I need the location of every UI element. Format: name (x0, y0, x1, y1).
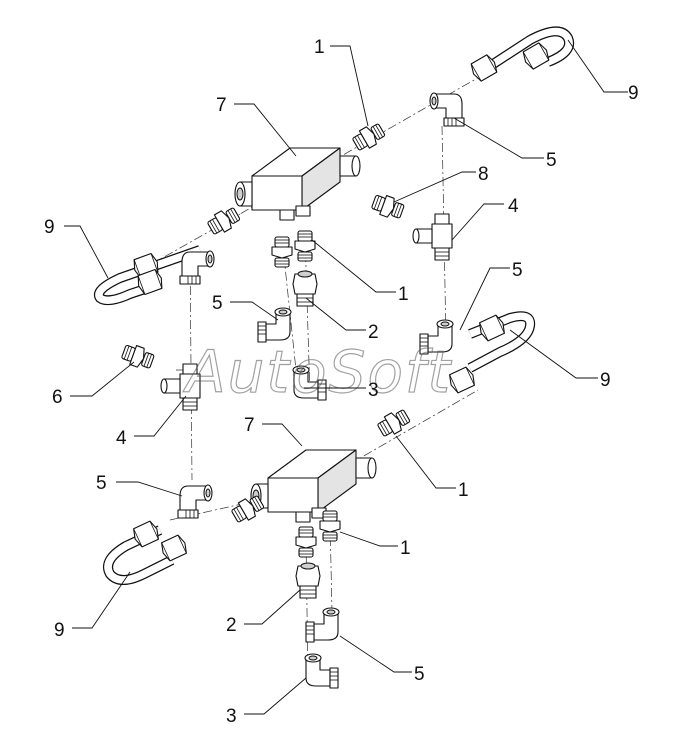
upper-nipple-1 (350, 120, 388, 154)
callouts: 1 9 7 5 8 4 9 1 5 5 2 9 6 3 4 7 1 5 1 9 … (44, 37, 639, 727)
callout-9: 9 (54, 620, 65, 641)
callout-7: 7 (244, 415, 255, 436)
callout-1: 1 (400, 538, 411, 559)
callout-9: 9 (628, 83, 639, 104)
callout-3: 3 (226, 706, 237, 727)
callout-5: 5 (512, 260, 523, 281)
upper-manifold-block (234, 147, 361, 221)
elbow-5-lower-left (177, 484, 213, 519)
left-elbow-upper (179, 250, 215, 285)
left-pipe-loop-upper (94, 245, 202, 306)
elbow-5-lower (305, 607, 340, 643)
nipple-6 (119, 341, 156, 372)
elbow-3-lower (304, 653, 339, 689)
watermark-text: AutoSoft (182, 338, 452, 406)
callout-3: 3 (368, 380, 379, 401)
callout-1: 1 (398, 284, 409, 305)
callout-9: 9 (44, 217, 55, 238)
upper-left-nipple (205, 204, 243, 238)
upper-right-pipe-loop (468, 26, 574, 84)
lower-nipple-1 (375, 406, 413, 440)
right-pipe-loop-mid (446, 311, 536, 395)
upper-bottom-nipples (271, 230, 316, 268)
lower-left-pipe-loop (103, 519, 190, 585)
leader-lines (64, 39, 628, 715)
callout-1: 1 (458, 480, 469, 501)
callout-9: 9 (600, 370, 611, 391)
callout-4: 4 (116, 428, 127, 449)
tee-4-upper (412, 213, 453, 261)
callout-5: 5 (546, 150, 557, 171)
callout-4: 4 (508, 196, 519, 217)
elbow-5-mid (257, 307, 292, 343)
callout-5: 5 (96, 473, 107, 494)
nipple-8 (369, 191, 406, 222)
callout-1: 1 (314, 37, 325, 58)
callout-7: 7 (216, 95, 227, 116)
lower-manifold-block (250, 449, 377, 523)
callout-8: 8 (478, 164, 489, 185)
socket-2-lower (295, 562, 321, 599)
callout-2: 2 (368, 322, 379, 343)
socket-2-upper (292, 270, 318, 307)
callout-5: 5 (212, 293, 223, 314)
callout-2: 2 (226, 615, 237, 636)
callout-6: 6 (52, 387, 63, 408)
callout-5: 5 (414, 664, 425, 685)
